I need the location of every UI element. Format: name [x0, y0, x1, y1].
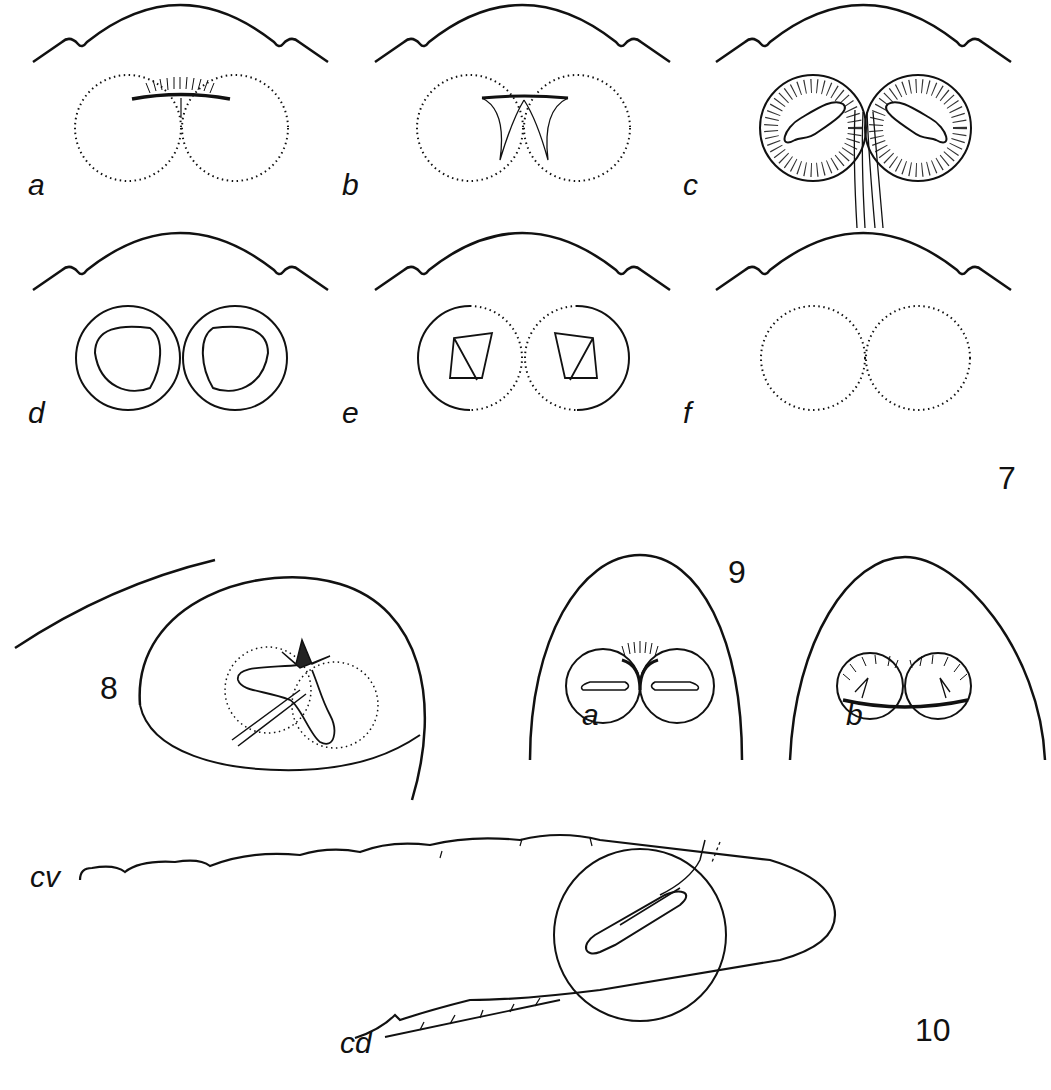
panel-letter: b: [846, 700, 863, 730]
fig7c: [716, 5, 1011, 228]
panel-letter: f: [683, 398, 691, 428]
panel-letter: e: [342, 398, 359, 428]
panel-letter: d: [28, 398, 45, 428]
panel-letter: c: [683, 170, 698, 200]
panel-letter: b: [342, 170, 359, 200]
fig9b: [790, 557, 1045, 760]
figure-number: 8: [100, 672, 118, 704]
figure-number: 7: [998, 462, 1016, 494]
fig8: [15, 560, 425, 800]
fig7f: [716, 233, 1011, 410]
fig7d: [33, 233, 328, 410]
fig9a: [530, 555, 742, 760]
fig7e: [375, 233, 670, 410]
fig7a: [33, 5, 328, 181]
part-label: cv: [30, 862, 60, 892]
figure-number: 9: [728, 556, 746, 588]
fig7b: [375, 5, 670, 181]
panel-letter: a: [582, 700, 599, 730]
panel-letter: a: [28, 170, 45, 200]
figure-number: 10: [915, 1014, 951, 1046]
fig10: [80, 835, 835, 1038]
part-label: cd: [340, 1028, 372, 1058]
